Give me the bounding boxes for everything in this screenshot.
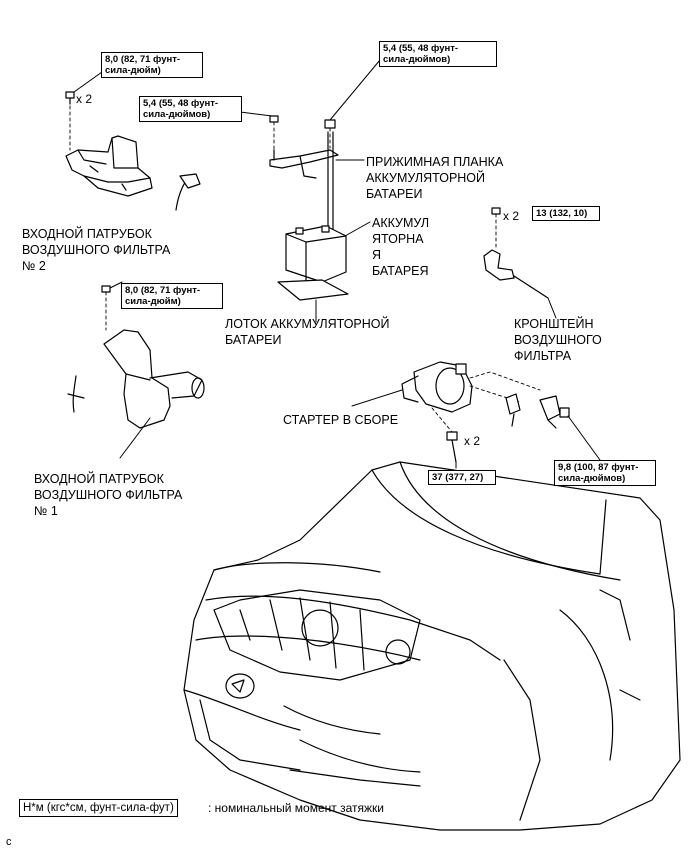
torque-spec-filter2-bolt: 8,0 (82, 71 фунт- сила-дюйм) [101,52,203,78]
legend-torque-unit-key: Н*м (кгс*см, фунт-сила-фут) [19,799,178,817]
starter-nut-icon [559,407,601,461]
label-battery-clamp: ПРИЖИМНАЯ ПЛАНКА АККУМУЛЯТОРНОЙ БАТАРЕИ [366,155,504,201]
filter2-bolt-icon [65,71,103,151]
starter-assembly-part [351,361,541,433]
clamp-nut-icon [324,59,381,149]
qty-bracket-bolts: x 2 [503,209,520,223]
air-filter-inlet-2-part [65,135,201,211]
label-battery: АККУМУЛ ЯТОРНА Я БАТАРЕЯ [372,216,430,278]
battery-clamp-part [269,131,365,236]
label-air-filter-bracket: КРОНШТЕЙН ВОЗДУШНОГО ФИЛЬТРА [514,317,602,363]
starter-wire-connector-icon [505,393,561,429]
battery-part [285,221,371,283]
vehicle-front-illustration [183,461,681,831]
torque-spec-clamp-nut: 5,4 (55, 48 фунт- сила-дюймов) [379,41,497,67]
air-filter-bracket-part [483,249,557,319]
torque-spec-starter-bolt: 37 (377, 27) [428,470,496,485]
corner-mark: c [6,836,12,848]
battery-tray-part [277,279,349,323]
torque-spec-filter1-bolt: 8,0 (82, 71 фунт- сила-дюйм) [121,283,223,309]
legend-description: : номинальный момент затяжки [208,801,384,815]
label-air-filter-inlet-2: ВХОДНОЙ ПАТРУБОК ВОЗДУШНОГО ФИЛЬТРА № 2 [22,227,171,273]
torque-spec-starter-nut: 9,8 (100, 87 фунт- сила-дюймов) [554,460,656,486]
air-filter-inlet-1-part [67,329,205,459]
label-starter-assembly: СТАРТЕР В СБОРЕ [283,413,399,427]
label-air-filter-inlet-1: ВХОДНОЙ ПАТРУБОК ВОЗДУШНОГО ФИЛЬТРА № 1 [34,472,183,518]
filter1-bolt-icon [101,281,123,331]
qty-starter-bolts: x 2 [464,434,481,448]
starter-bolt-icon [446,431,458,469]
clamp-bolt-icon [239,111,279,151]
qty-filter2-bolts: x 2 [76,92,93,106]
torque-spec-clamp-bolt: 5,4 (55, 48 фунт- сила-дюймов) [139,96,242,122]
bracket-bolt-icon [491,207,501,251]
label-battery-tray: ЛОТОК АККУМУЛЯТОРНОЙ БАТАРЕИ [225,317,390,347]
torque-spec-bracket-bolt: 13 (132, 10) [532,206,600,221]
